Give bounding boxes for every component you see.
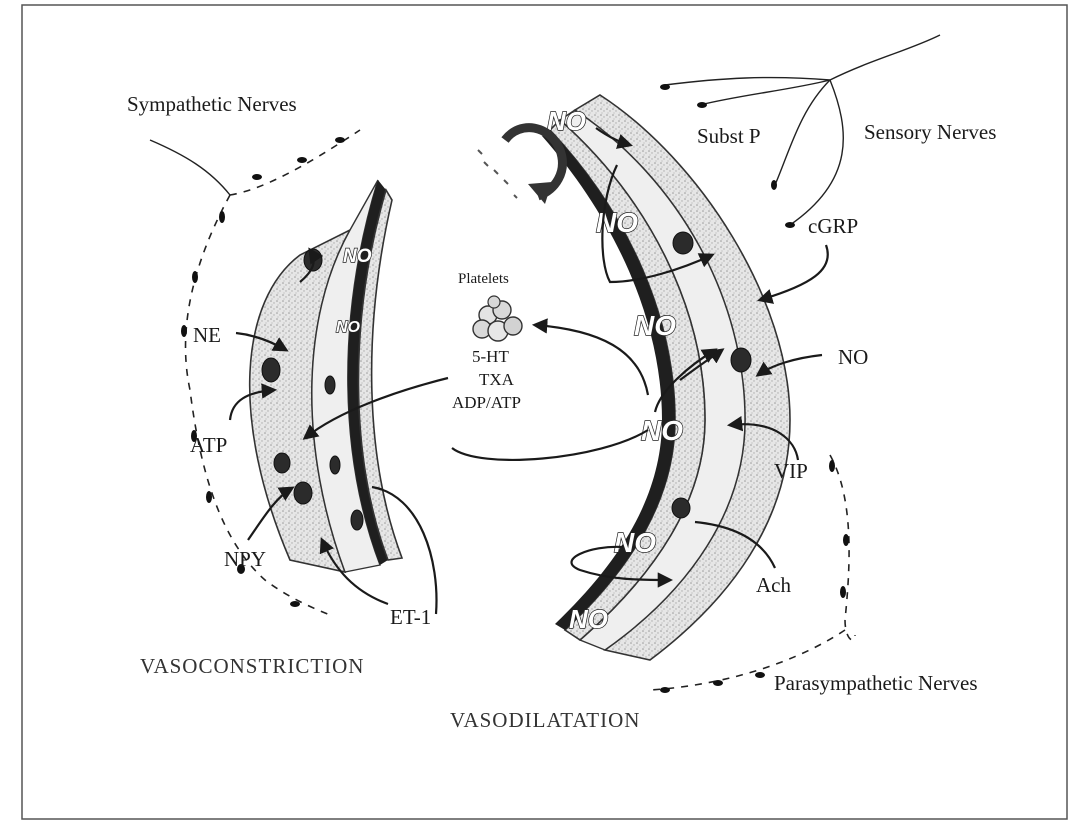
dilated-vessel: NO NO NO NO NO NO — [542, 95, 790, 660]
parasympathetic-nerves-label: Parasympathetic Nerves — [774, 671, 978, 695]
no-badge: NO — [336, 319, 361, 336]
endothelial-cell — [330, 456, 340, 474]
sensory-nerves-label: Sensory Nerves — [864, 120, 996, 144]
et1-label: ET-1 — [390, 605, 431, 629]
cgrp-label: cGRP — [808, 214, 858, 238]
smooth-muscle-cell — [672, 498, 690, 518]
flow-swirl-arrow — [478, 128, 562, 204]
constricted-vessel: NO NO — [250, 180, 402, 572]
platelets-cluster — [473, 296, 522, 341]
no-label: NO — [838, 345, 868, 369]
no-badge: NO — [569, 604, 608, 634]
endothelial-cell — [325, 376, 335, 394]
txa-label: TXA — [479, 370, 515, 389]
endothelial-cell — [351, 510, 363, 530]
no-badge: NO — [634, 310, 676, 341]
smooth-muscle-cell — [673, 232, 693, 254]
sympathetic-nerves-label: Sympathetic Nerves — [127, 92, 297, 116]
ach-label: Ach — [756, 573, 791, 597]
platelets-label: Platelets — [458, 271, 509, 287]
vip-label: VIP — [774, 459, 808, 483]
npy-label: NPY — [224, 547, 266, 571]
adp-atp-label: ADP/ATP — [452, 393, 521, 412]
no-badge: NO — [343, 246, 372, 267]
vasodilatation-caption: VASODILATATION — [450, 708, 640, 732]
smooth-muscle-cell — [731, 348, 751, 372]
no-badge: NO — [547, 106, 586, 136]
atp-label: ATP — [190, 433, 227, 457]
ne-label: NE — [193, 323, 221, 347]
smooth-muscle-cell — [294, 482, 312, 504]
no-badge: NO — [614, 527, 656, 558]
serotonin-label: 5-HT — [472, 347, 509, 366]
smooth-muscle-cell — [262, 358, 280, 382]
vasoconstriction-caption: VASOCONSTRICTION — [140, 654, 364, 678]
smooth-muscle-cell — [274, 453, 290, 473]
subst-p-label: Subst P — [697, 124, 761, 148]
